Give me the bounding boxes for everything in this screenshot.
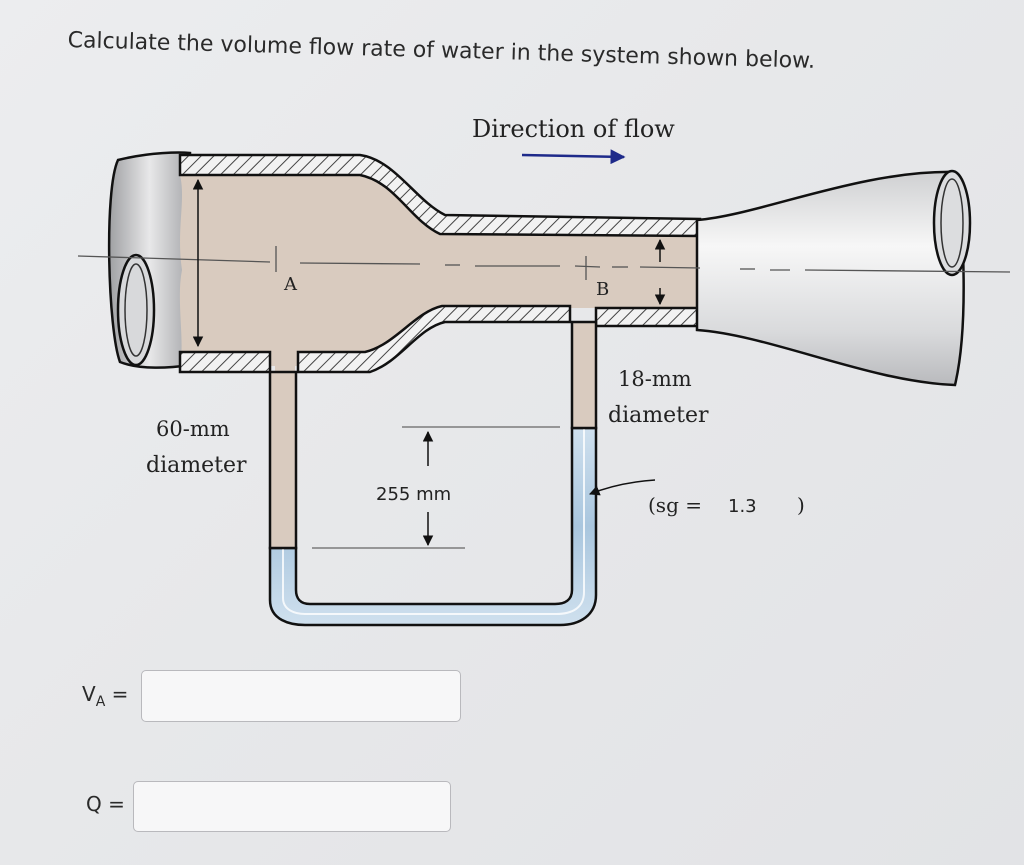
gauge-fluid-sg-close: ) <box>797 493 805 517</box>
gauge-fluid-leader <box>589 479 656 496</box>
gauge-fluid-sg-value: 1.3 <box>728 496 757 517</box>
manometer-height-label: 255 mm <box>376 484 451 505</box>
point-a-label: A <box>283 274 298 295</box>
water-region <box>179 175 700 548</box>
manometer-u-tube <box>268 320 598 627</box>
pipe-b-diameter-word: diameter <box>608 403 709 428</box>
q-answer-input[interactable] <box>133 781 451 832</box>
centerline <box>77 246 1011 280</box>
lower-pipe-wall-left <box>178 350 272 374</box>
va-label: VA = <box>82 682 128 710</box>
q-label: Q = <box>86 792 125 816</box>
manometer-level-lines <box>312 426 560 549</box>
pipe-a-diameter-value: 60-mm <box>156 417 230 441</box>
va-answer-input[interactable] <box>141 670 461 722</box>
va-label-main: V <box>82 682 96 706</box>
va-label-equals: = <box>105 682 129 706</box>
flow-direction-arrow <box>521 149 626 165</box>
lower-pipe-wall-converging <box>296 304 572 374</box>
pipe-b-diameter-value: 18-mm <box>618 367 692 391</box>
outlet-pipe <box>695 169 972 387</box>
direction-of-flow-label: Direction of flow <box>472 115 675 143</box>
lower-pipe-wall-right <box>594 306 702 328</box>
pipe-a-diameter-word: diameter <box>146 453 247 478</box>
point-b-label: B <box>596 279 609 300</box>
inlet-pipe <box>107 151 192 369</box>
va-label-subscript: A <box>95 694 106 710</box>
gauge-fluid-sg-open: (sg = <box>648 493 708 517</box>
